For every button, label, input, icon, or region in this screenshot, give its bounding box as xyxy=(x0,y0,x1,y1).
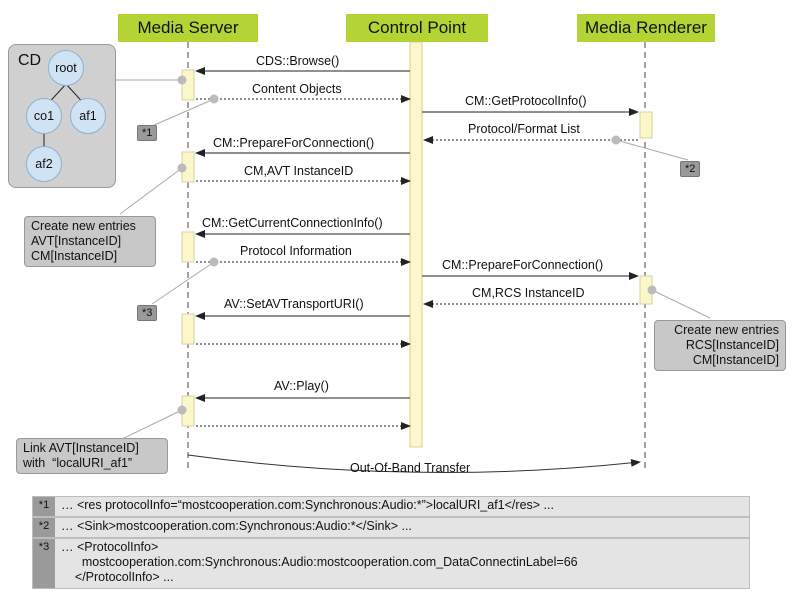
server-activation xyxy=(181,69,195,101)
label-get-protocol-info: CM::GetProtocolInfo() xyxy=(465,94,587,108)
cd-node-af1: af1 xyxy=(70,98,106,134)
label-oob-transfer: Out-Of-Band Transfer xyxy=(350,461,471,475)
label-rcs-instance: CM,RCS InstanceID xyxy=(472,286,585,300)
label-set-uri: AV::SetAVTransportURI() xyxy=(224,297,364,311)
cd-title: CD xyxy=(18,52,42,69)
note-renderer-entries: Create new entries RCS[InstanceID] CM[In… xyxy=(654,320,786,371)
label-play: AV::Play() xyxy=(274,379,329,393)
server-activation xyxy=(181,231,195,263)
arrow-oob-transfer xyxy=(187,454,641,473)
cd-node-root: root xyxy=(48,50,84,86)
cd-node-co1: co1 xyxy=(26,98,62,134)
label-avt-instance: CM,AVT InstanceID xyxy=(244,164,354,178)
label-protocol-format-list: Protocol/Format List xyxy=(468,122,580,136)
tag-ref-2: *2 xyxy=(680,161,701,177)
control-activation xyxy=(409,41,423,448)
label-get-current-conn: CM::GetCurrentConnectionInfo() xyxy=(202,216,383,230)
lane-header-renderer: Media Renderer xyxy=(577,14,715,42)
footnote-text: … <ProtocolInfo> mostcooperation.com:Syn… xyxy=(61,540,578,584)
note-server-entries: Create new entries AVT[InstanceID] CM[In… xyxy=(24,216,156,267)
label-content-objects: Content Objects xyxy=(252,82,342,96)
footnote-tag: *1 xyxy=(33,497,55,516)
footnote-tag: *2 xyxy=(33,518,55,537)
footnote-row-3: *3 … <ProtocolInfo> mostcooperation.com:… xyxy=(32,538,750,589)
renderer-activation xyxy=(639,111,653,139)
lane-header-control: Control Point xyxy=(346,14,488,42)
footnote-text: … <res protocolInfo=“mostcooperation.com… xyxy=(61,498,554,512)
label-prepare-renderer: CM::PrepareForConnection() xyxy=(442,258,604,272)
label-browse: CDS::Browse() xyxy=(256,54,340,68)
label-prepare-server: CM::PrepareForConnection() xyxy=(213,136,375,150)
label-protocol-information: Protocol Information xyxy=(240,244,352,258)
server-activation xyxy=(181,313,195,345)
footnote-row-1: *1 … <res protocolInfo=“mostcooperation.… xyxy=(32,496,750,517)
tag-ref-1: *1 xyxy=(137,125,158,141)
note-link: Link AVT[InstanceID] with “localURI_af1” xyxy=(16,438,168,474)
lane-header-server: Media Server xyxy=(118,14,258,42)
tag-ref-3: *3 xyxy=(137,305,158,321)
cd-tree-edges xyxy=(43,83,89,152)
footnote-row-2: *2 … <Sink>mostcooperation.com:Synchrono… xyxy=(32,517,750,538)
cd-node-af2: af2 xyxy=(26,146,62,182)
footnote-text: … <Sink>mostcooperation.com:Synchronous:… xyxy=(61,519,412,533)
footnote-tag: *3 xyxy=(33,539,55,588)
